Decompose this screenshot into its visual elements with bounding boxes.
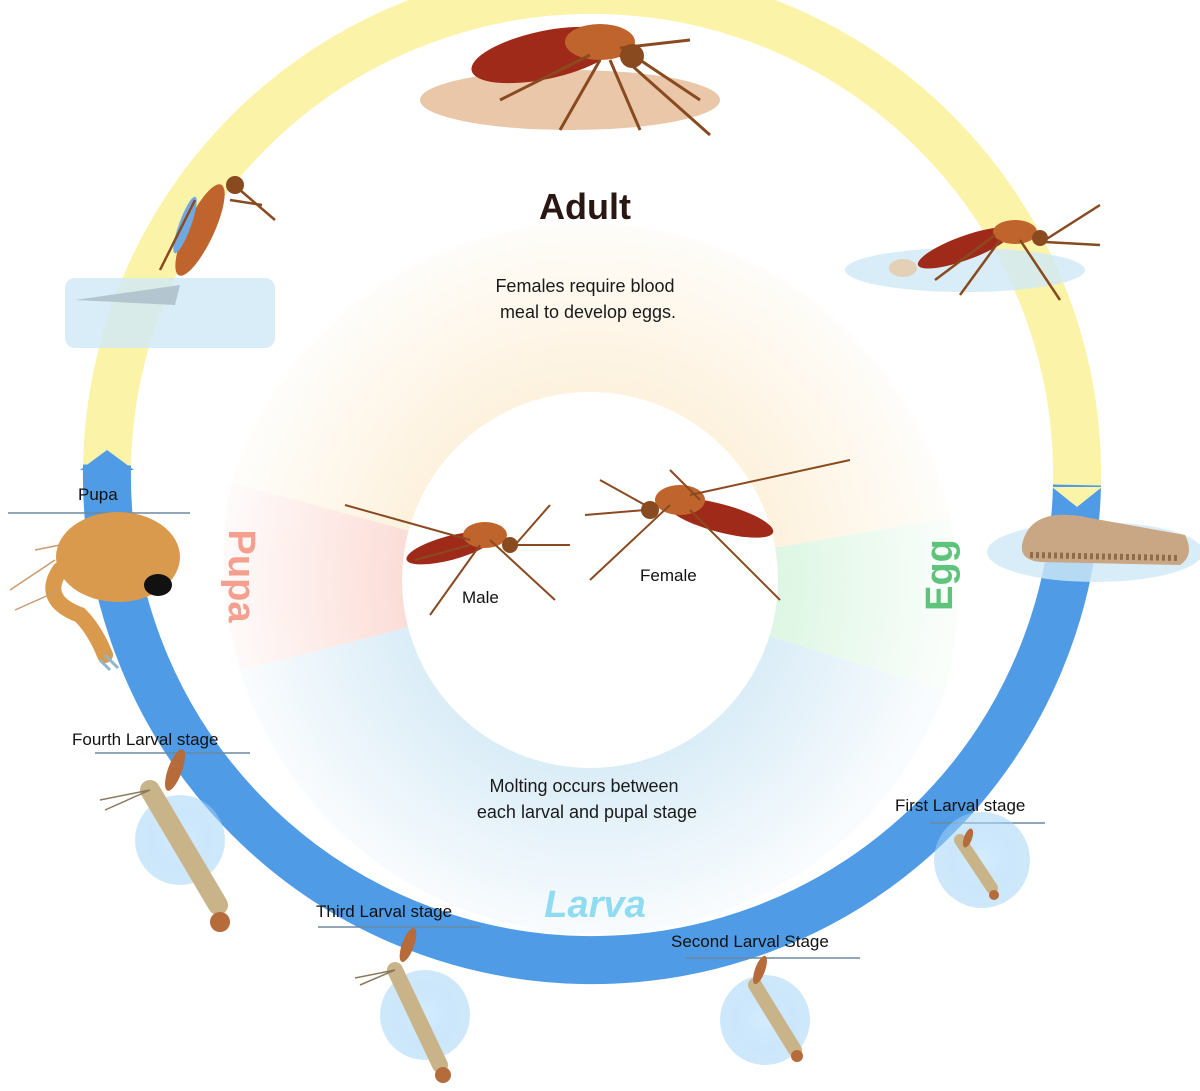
third-larval-label: Third Larval stage	[316, 902, 452, 921]
pupa-label: Pupa	[78, 485, 118, 504]
male-mosquito-illustration	[344, 504, 570, 616]
pupa-illustration	[8, 512, 190, 672]
first-larval-label: First Larval stage	[895, 796, 1025, 815]
third-larva-illustration	[318, 926, 480, 1083]
emerging-adult-illustration	[65, 176, 276, 348]
adult-description-line2: meal to develop eggs.	[500, 302, 676, 322]
second-larva-illustration	[685, 955, 860, 1065]
male-label: Male	[462, 588, 499, 607]
larva-description-line1: Molting occurs between	[489, 776, 678, 796]
larva-title: Larva	[544, 884, 645, 926]
pupa-title: Pupa	[220, 530, 262, 624]
fourth-larval-label: Fourth Larval stage	[72, 730, 218, 749]
larva-description-line2: each larval and pupal stage	[477, 802, 697, 822]
female-label: Female	[640, 566, 697, 585]
adult-description-line1: Females require blood	[495, 276, 674, 296]
adult-mosquito-illustration	[420, 24, 720, 137]
adult-shadow	[420, 70, 720, 130]
egg-laying-adult-illustration	[845, 203, 1101, 301]
egg-raft-illustration	[987, 514, 1200, 582]
second-larval-label: Second Larval Stage	[671, 932, 829, 951]
egg-notch-arrow	[1052, 487, 1102, 507]
adult-title: Adult	[539, 186, 631, 227]
ring-arrow-head	[80, 450, 134, 470]
aquatic-ring-arc	[82, 464, 1101, 985]
first-larva-illustration	[930, 812, 1045, 908]
egg-title: Egg	[919, 539, 961, 611]
female-mosquito-illustration	[584, 459, 851, 601]
fourth-larva-illustration	[95, 749, 250, 932]
